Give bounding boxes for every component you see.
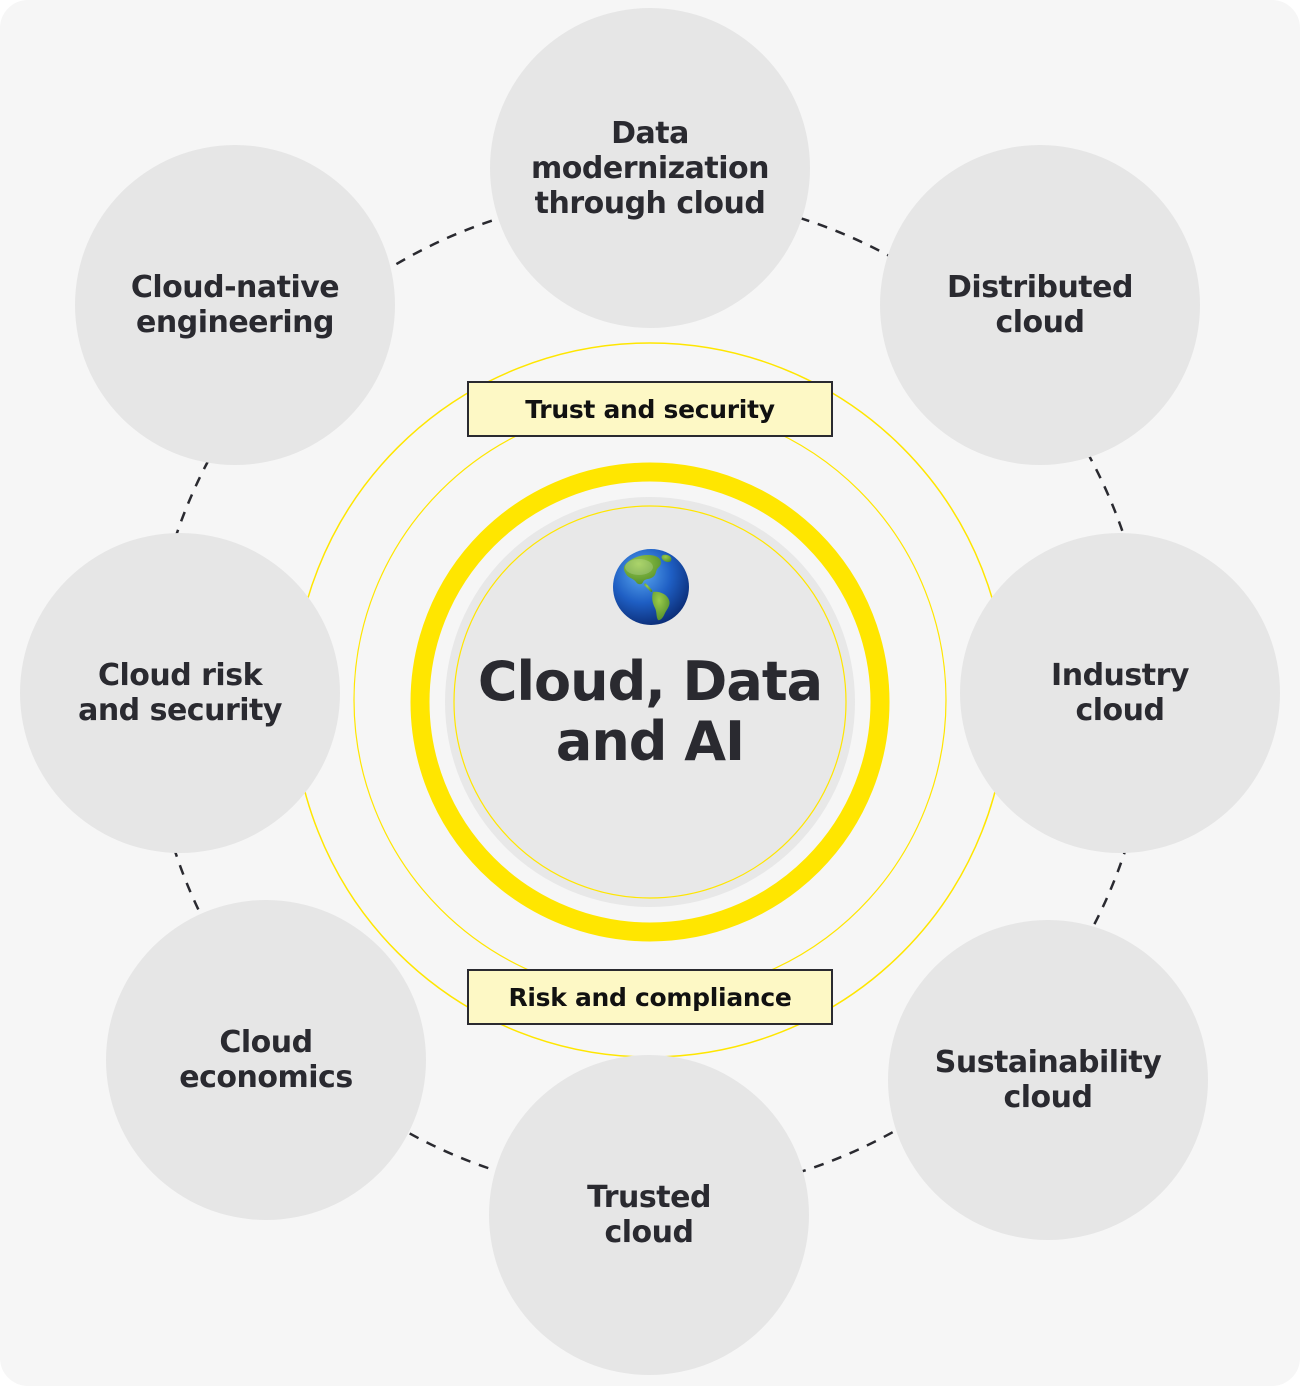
- node-label: Cloud risk and security: [78, 658, 282, 728]
- node-sustainability-cloud: Sustainability cloud: [888, 920, 1208, 1240]
- node-label: Data modernization through cloud: [531, 115, 769, 221]
- node-label: Sustainability cloud: [934, 1045, 1162, 1115]
- node-label: Distributed cloud: [947, 270, 1133, 340]
- node-cloud-native-engineering: Cloud-native engineering: [75, 145, 395, 465]
- node-label: Cloud-native engineering: [130, 270, 340, 340]
- node-label: Industry cloud: [1051, 658, 1189, 728]
- node-data-modernization: Data modernization through cloud: [490, 8, 810, 328]
- center-disc: [445, 497, 855, 907]
- node-cloud-economics: Cloud economics: [106, 900, 426, 1220]
- node-trusted-cloud: Trusted cloud: [489, 1055, 809, 1375]
- node-distributed-cloud: Distributed cloud: [880, 145, 1200, 465]
- tag-risk-and-compliance: Risk and compliance: [467, 969, 833, 1025]
- tag-trust-and-security: Trust and security: [467, 381, 833, 437]
- node-industry-cloud: Industry cloud: [960, 533, 1280, 853]
- node-label: Cloud economics: [179, 1025, 353, 1095]
- node-cloud-risk-and-security: Cloud risk and security: [20, 533, 340, 853]
- globe-americas-icon: [613, 549, 689, 625]
- thick-yellow-ring: [410, 462, 890, 942]
- center-title: Cloud, Data and AI: [477, 650, 823, 773]
- center-inner-ring: [453, 505, 847, 899]
- node-label: Trusted cloud: [587, 1180, 711, 1250]
